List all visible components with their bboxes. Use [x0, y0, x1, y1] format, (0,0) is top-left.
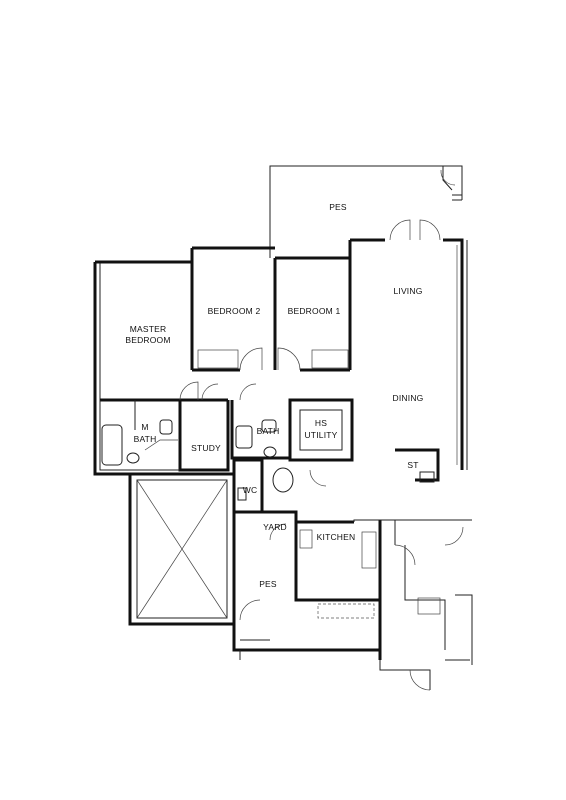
label-bath: BATH	[257, 426, 280, 436]
door-swings	[179, 169, 464, 691]
label-pes-bottom: PES	[259, 579, 277, 589]
label-hs-line2: UTILITY	[304, 430, 337, 440]
label-kitchen: KITCHEN	[317, 532, 356, 542]
label-yard: YARD	[263, 522, 287, 532]
label-bedroom-2: BEDROOM 2	[208, 306, 261, 316]
label-wc: WC	[243, 485, 258, 495]
label-st: ST	[407, 460, 418, 470]
label-dining: DINING	[393, 393, 424, 403]
room-labels: PES LIVING BEDROOM 2 BEDROOM 1 MASTER BE…	[125, 202, 423, 589]
label-master-bedroom-line1: MASTER	[130, 324, 167, 334]
exterior-walls	[93, 165, 468, 476]
wet-areas	[99, 398, 440, 514]
label-study: STUDY	[191, 443, 221, 453]
label-m-bath-line2: BATH	[134, 434, 157, 444]
label-master-bedroom-line2: BEDROOM	[125, 335, 170, 345]
car-porch	[128, 472, 236, 626]
label-pes-top: PES	[329, 202, 347, 212]
label-living: LIVING	[393, 286, 422, 296]
label-bedroom-1: BEDROOM 1	[288, 306, 341, 316]
label-hs-line1: HS	[315, 418, 327, 428]
label-m-bath-line1: M	[141, 422, 148, 432]
